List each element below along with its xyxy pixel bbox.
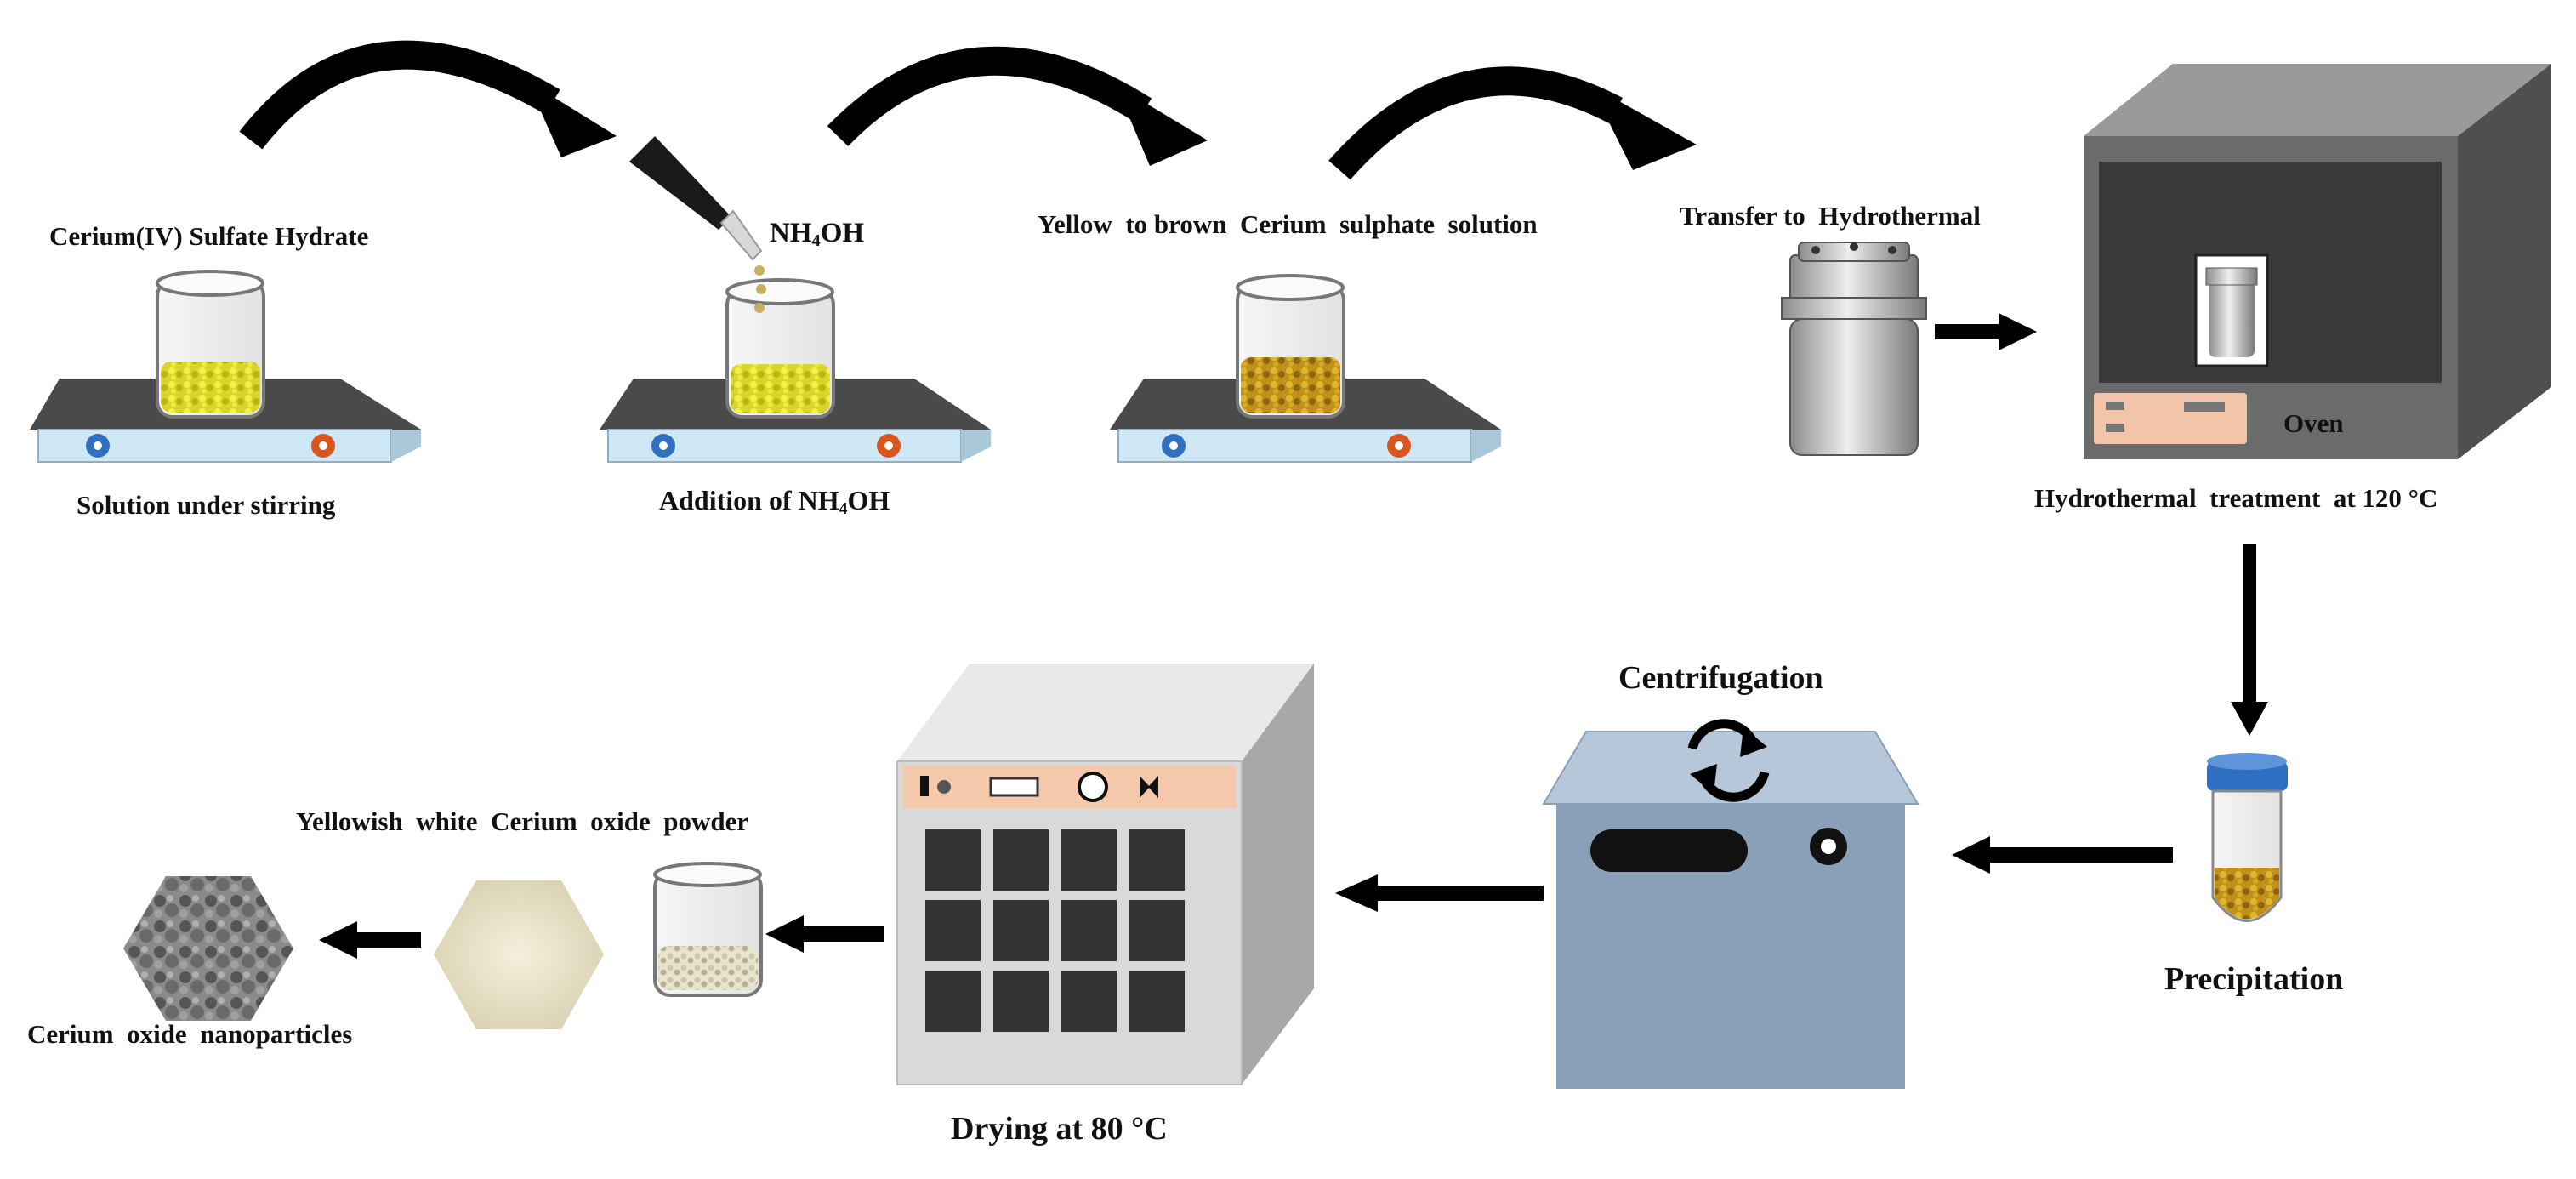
- knob-icon: [877, 434, 901, 458]
- addition-label: Addition of NH4OH: [659, 487, 890, 518]
- oven-label: Oven: [2283, 408, 2344, 438]
- powder-label: Yellowish white Cerium oxide powder: [296, 806, 749, 836]
- knob-icon: [86, 434, 110, 458]
- nh4oh-sub: 4: [811, 231, 821, 251]
- knob-icon: [1162, 434, 1186, 458]
- nanoparticles-label: Cerium oxide nanoparticles: [27, 1019, 353, 1049]
- tem-hexagon: [123, 876, 293, 1021]
- knob-icon: [311, 434, 335, 458]
- beaker-1: [156, 270, 265, 419]
- curved-arrow-icon: [239, 40, 617, 157]
- knob-icon: [1387, 434, 1411, 458]
- addition-tail: OH: [847, 485, 890, 515]
- straight-arrow-icon: [2231, 544, 2268, 736]
- knob-icon: [651, 434, 675, 458]
- precipitation-vial: [2207, 753, 2288, 922]
- centrifuge: [1542, 731, 1919, 1089]
- nh4oh-label: NH4OH: [770, 219, 864, 250]
- curved-arrow-icon: [1328, 66, 1697, 180]
- addition-sub: 4: [839, 498, 848, 518]
- nh4oh-main: NH: [770, 218, 812, 248]
- hotplate-2: [600, 379, 991, 463]
- cerium-sulfate-label: Cerium(IV) Sulfate Hydrate: [49, 221, 369, 251]
- straight-arrow-icon: [1952, 836, 2173, 874]
- autoclave: [1781, 242, 1927, 456]
- straight-arrow-icon: [1935, 313, 2037, 350]
- nh4oh-tail: OH: [820, 218, 865, 248]
- oven: [2084, 64, 2551, 459]
- dropper-icon: [629, 136, 766, 313]
- beaker-2: [725, 278, 835, 419]
- straight-arrow-icon: [1335, 874, 1544, 912]
- addition-main: Addition of NH: [659, 485, 839, 515]
- precipitation-label: Precipitation: [2164, 961, 2344, 997]
- powder-beaker: [653, 862, 763, 997]
- yellow-brown-label: Yellow to brown Cerium sulphate solution: [1038, 209, 1538, 239]
- curved-arrow-icon: [827, 46, 1208, 166]
- drying-label: Drying at 80 °C: [951, 1111, 1168, 1147]
- straight-arrow-icon: [319, 921, 421, 959]
- solution-stirring-label: Solution under stirring: [77, 490, 336, 520]
- transfer-label: Transfer to Hydrothermal: [1680, 201, 1981, 231]
- beaker-3: [1236, 274, 1345, 419]
- hydrothermal-treatment-label: Hydrothermal treatment at 120 °C: [2034, 483, 2438, 513]
- straight-arrow-icon: [765, 915, 884, 953]
- rotation-icon: [1687, 719, 1770, 802]
- centrifugation-label: Centrifugation: [1618, 660, 1823, 696]
- powder-hexagon: [434, 880, 604, 1029]
- drying-oven: [896, 664, 1314, 1085]
